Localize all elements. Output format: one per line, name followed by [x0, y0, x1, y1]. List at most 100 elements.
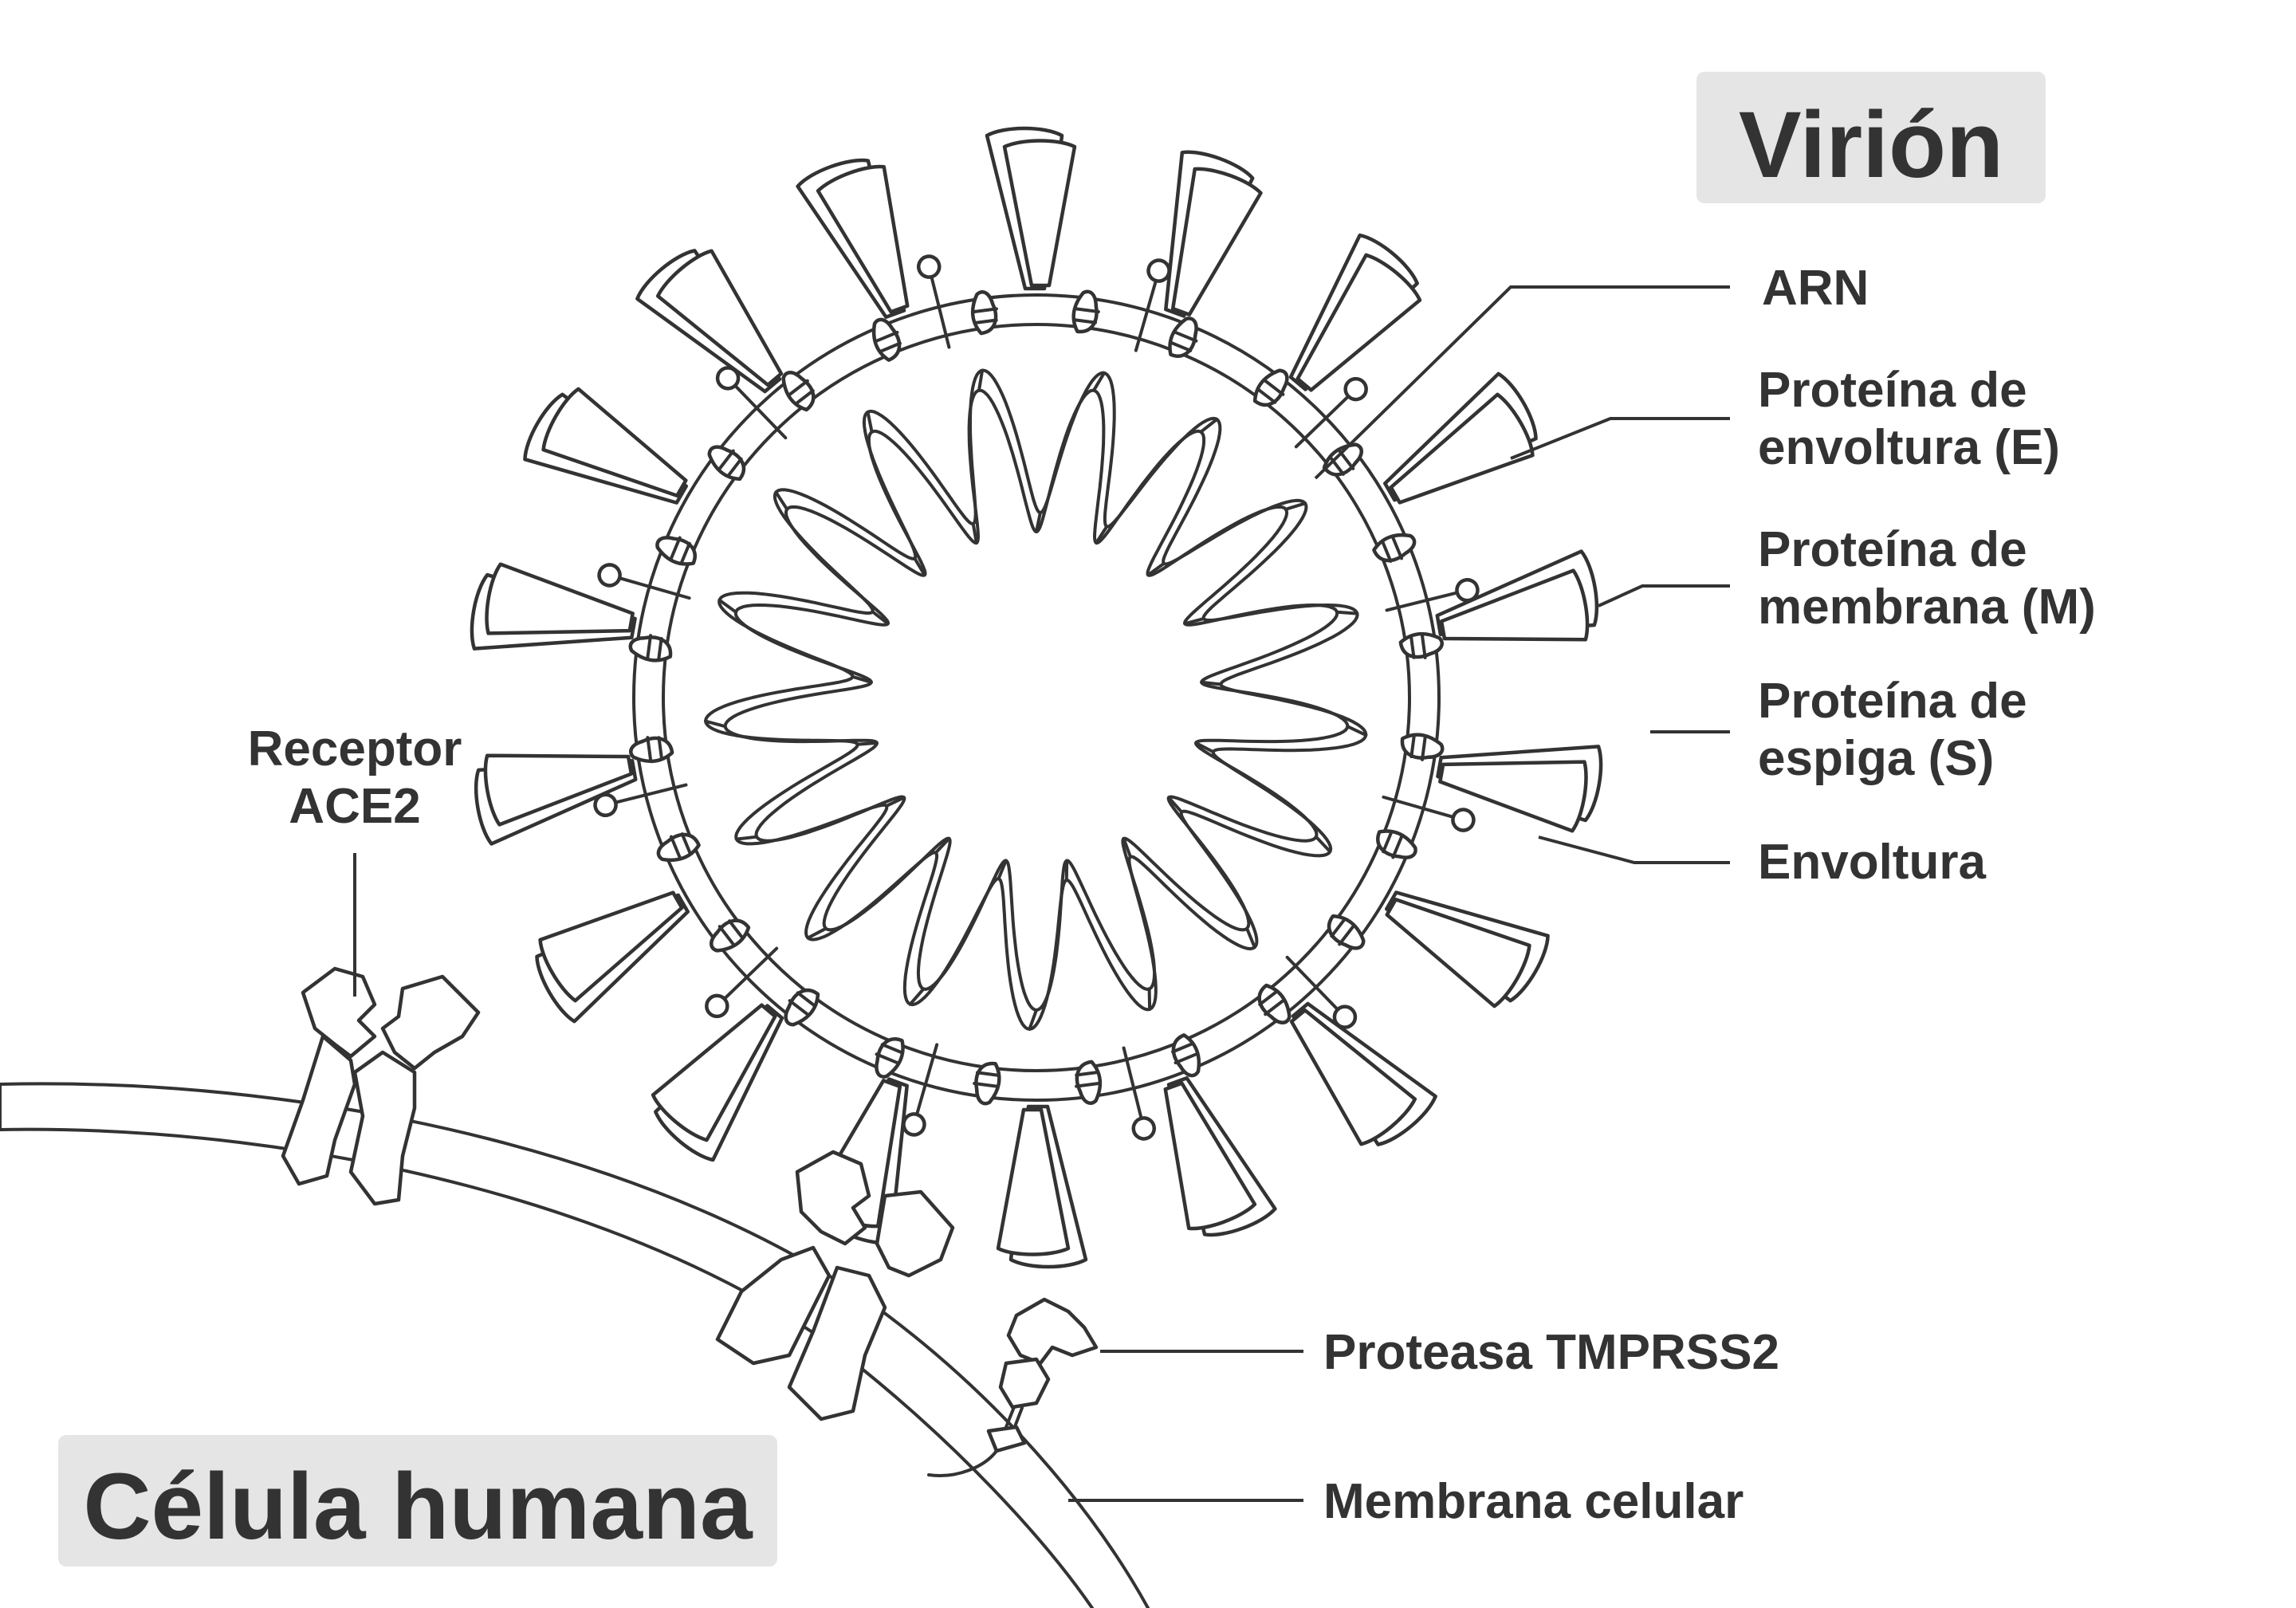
rna-fold — [718, 598, 737, 614]
envelope-protein — [656, 832, 701, 863]
label-membrane-protein-line2: membrana (M) — [1758, 580, 2096, 635]
tmprss2-protease — [927, 1297, 1099, 1477]
spike-protein — [1436, 745, 1603, 833]
rna-fold — [734, 835, 759, 841]
rna-fold — [855, 741, 879, 746]
leader-lines — [353, 285, 1730, 1502]
spike-protein — [470, 562, 637, 651]
rna-fold — [1092, 371, 1106, 392]
membrane-protein — [597, 563, 691, 600]
envelope-protein — [655, 536, 697, 566]
envelope-protein — [871, 317, 902, 362]
spike-protein — [535, 890, 690, 1024]
rna-fold — [871, 610, 890, 626]
rna-fold — [1346, 725, 1368, 737]
spike-protein — [523, 387, 688, 505]
envelope-protein — [1376, 829, 1417, 859]
rna-strand — [704, 368, 1368, 1031]
label-envelope-protein-line1: Proteína de — [1758, 363, 2027, 418]
envelope-protein — [875, 1037, 905, 1079]
spike-protein — [985, 126, 1077, 291]
envelope-protein — [709, 918, 751, 953]
membrane-protein — [1294, 376, 1368, 449]
rna-fold — [1194, 741, 1215, 754]
rna-fold — [1199, 418, 1219, 434]
envelope-protein — [1071, 289, 1100, 334]
envelope-protein — [628, 634, 673, 662]
spike-protein — [996, 1104, 1088, 1269]
spike-protein — [1289, 1001, 1437, 1146]
spike-protein — [1164, 150, 1263, 318]
rna-fold — [1335, 610, 1359, 615]
spike-protein — [1383, 372, 1538, 505]
spike-protein — [1435, 549, 1599, 642]
label-envelope: Envoltura — [1758, 835, 1986, 890]
rna-fold — [1035, 511, 1042, 533]
rna-fold — [1183, 617, 1205, 626]
label-membrane-protein-line1: Proteína de — [1758, 522, 2027, 577]
rna-fold — [1200, 680, 1223, 686]
rna-fold — [774, 490, 789, 511]
envelope-protein — [1372, 533, 1417, 563]
membrane-protein — [916, 254, 951, 349]
envelope-protein — [784, 989, 820, 1027]
rna-fold — [1028, 1008, 1038, 1031]
spike-protein — [1288, 233, 1422, 392]
envelope-proteins — [628, 289, 1445, 1106]
envelope-protein — [1327, 914, 1366, 950]
rna-fold — [851, 674, 873, 684]
rna-fold — [866, 410, 874, 434]
spike-protein — [635, 249, 784, 394]
rna-ribbon — [704, 368, 1368, 1031]
label-spike-protein-line2: espiga (S) — [1758, 731, 1994, 786]
envelope-protein — [629, 736, 674, 764]
spike-protein — [1163, 1076, 1277, 1237]
membrane-proteins — [593, 254, 1480, 1141]
rna-fold — [1314, 835, 1332, 854]
spike-protein — [796, 158, 910, 319]
spike-proteins — [470, 126, 1603, 1269]
label-cell-membrane: Membrana celular — [1323, 1474, 1744, 1529]
spike-protein — [651, 1003, 784, 1162]
label-spike-protein-line1: Proteína de — [1758, 674, 2027, 729]
envelope-protein — [1075, 1060, 1103, 1105]
rna-fold — [997, 859, 1008, 881]
rna-fold — [934, 836, 951, 855]
rna-fold — [1245, 926, 1256, 949]
membrane-protein — [705, 946, 779, 1019]
rna-fold — [806, 926, 828, 940]
rna-fold — [1122, 836, 1132, 859]
rna-fold — [908, 987, 926, 1006]
ace2-receptor — [281, 966, 481, 1206]
envelope-protein — [707, 445, 745, 482]
membrane-protein — [1122, 1046, 1157, 1141]
envelope-protein — [1171, 1033, 1201, 1078]
spike-protein — [1385, 890, 1550, 1008]
cell-title-box: Célula humana — [58, 1435, 777, 1567]
rna-fold — [704, 719, 727, 729]
envelope-protein — [1257, 983, 1292, 1025]
rna-fold — [1167, 796, 1184, 814]
label-ace2-line2: ACE2 — [289, 779, 420, 834]
membrane-protein — [1382, 795, 1476, 832]
label-ace2-line1: Receptor — [248, 721, 462, 776]
envelope-protein — [1252, 368, 1289, 407]
label-envelope-protein-line2: envoltura (E) — [1758, 420, 2060, 475]
rna-fold — [971, 522, 978, 545]
rna-fold — [885, 796, 906, 808]
virion-title: Virión — [1739, 92, 2003, 198]
envelope-protein — [973, 1061, 1001, 1106]
rna-fold — [1146, 561, 1166, 577]
envelope-protein — [1400, 733, 1445, 761]
membrane-protein — [715, 366, 788, 440]
label-protease: Proteasa TMPRSS2 — [1323, 1325, 1779, 1380]
envelope-protein — [1168, 316, 1198, 358]
envelope-protein — [781, 370, 816, 412]
virion-envelope — [632, 293, 1441, 1102]
spike-protein — [474, 753, 638, 846]
ace2-bound-complex — [715, 1150, 955, 1421]
virion-title-box: Virión — [1696, 72, 2046, 203]
cell-title: Célula humana — [83, 1454, 753, 1559]
rna-fold — [913, 556, 926, 577]
